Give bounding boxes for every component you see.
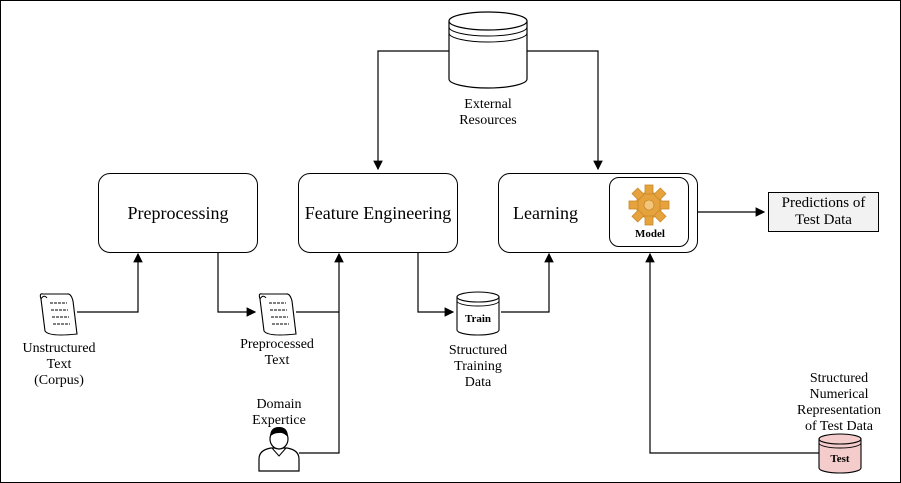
unstructured-to-preprocessing-arrow: [77, 252, 143, 313]
domain-line1: Domain: [256, 397, 302, 412]
structured-test-line2: Numerical: [809, 387, 869, 402]
gear-icon: [628, 184, 670, 226]
test-label: Test: [830, 453, 850, 465]
train-database-icon: [456, 291, 500, 336]
preprocessed-to-feature-arrow: [296, 252, 344, 313]
preprocessed-line2: Text: [264, 353, 290, 368]
preprocessing-to-preprocessed-arrow: [217, 253, 257, 317]
unstructured-text-label: Unstructured Text (Corpus): [9, 341, 109, 389]
train-to-learning-arrow: [501, 252, 554, 313]
feature-engineering-box: Feature Engineering: [298, 173, 458, 253]
structured-test-line1: Structured: [809, 371, 869, 386]
feature-engineering-label: Feature Engineering: [304, 202, 452, 223]
test-to-learning-arrow: [645, 252, 819, 454]
model-box: Model: [609, 177, 689, 247]
structured-test-line3: Representation: [797, 403, 881, 418]
predictions-line1: Predictions of: [781, 195, 866, 211]
test-database-icon: [818, 433, 862, 474]
domain-expert-person-icon: [258, 427, 300, 472]
structured-training-line1: Structured: [448, 343, 508, 358]
learning-label: Learning: [513, 202, 578, 223]
external-to-feature-arrow: [373, 50, 449, 171]
train-label: Train: [464, 313, 492, 325]
structured-training-data-label: Structured Training Data: [428, 343, 528, 391]
external-to-learning-arrow: [527, 50, 603, 171]
external-resources-database-icon: [448, 11, 528, 89]
preprocessing-box: Preprocessing: [98, 173, 258, 253]
structured-test-data-label: Structured Numerical Representation of T…: [785, 371, 893, 435]
preprocessed-text-document-icon: [258, 293, 297, 336]
predictions-line2: Test Data: [795, 212, 852, 228]
structured-test-line4: of Test Data: [805, 419, 873, 434]
structured-training-line2: Training: [454, 359, 502, 374]
feature-to-train-arrow: [417, 253, 455, 317]
external-resources-label: External Resources: [438, 97, 538, 129]
external-line2: Resources: [459, 113, 517, 128]
predictions-box: Predictions of Test Data: [768, 192, 879, 232]
external-line1: External: [464, 97, 512, 112]
model-label: Model: [635, 228, 665, 240]
preprocessed-line1: Preprocessed: [240, 337, 314, 352]
unstructured-line2: Text: [46, 357, 72, 372]
domain-line2: Expertice: [252, 413, 306, 428]
unstructured-text-document-icon: [39, 293, 78, 336]
domain-expertice-label: Domain Expertice: [229, 397, 329, 429]
preprocessed-text-label: Preprocessed Text: [227, 337, 327, 369]
structured-training-line3: Data: [464, 375, 492, 390]
preprocessing-label: Preprocessing: [127, 202, 229, 223]
unstructured-line1: Unstructured: [22, 341, 96, 356]
domain-to-feature-line: [299, 312, 340, 454]
unstructured-line3: (Corpus): [34, 373, 84, 388]
